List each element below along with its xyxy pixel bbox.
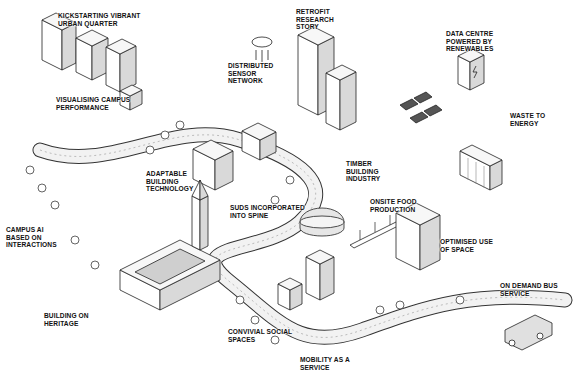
trees [26,121,464,344]
spine-path [40,135,565,338]
space-building [396,203,440,270]
solar-panels [400,92,442,123]
heritage-buildings [120,180,220,310]
callout-label: KICKSTARTING VIBRANT URBAN QUARTER [58,12,144,27]
data-centre [458,49,484,90]
callout-label: ADAPTABLE BUILDING TECHNOLOGY [146,170,220,193]
retrofit-buildings [298,27,356,130]
callout-label: CAMPUS AI BASED ON INTERACTIONS [6,226,68,249]
callout-label: VISUALISING CAMPUS PERFORMANCE [56,96,134,111]
callout-label: ON DEMAND BUS SERVICE [500,282,560,297]
bus [505,315,552,350]
callout-label: MOBILITY AS A SERVICE [300,356,370,371]
sensor-cloud [252,37,272,62]
callout-label: DATA CENTRE POWERED BY RENEWABLES [446,30,522,53]
callout-label: TIMBER BUILDING INDUSTRY [346,160,404,183]
callout-label: OPTIMISED USE OF SPACE [440,238,498,253]
callout-label: SUDS INCORPORATED INTO SPINE [230,204,308,219]
centre-buildings [193,123,276,190]
quarter-buildings [42,13,142,110]
waste-container [460,145,502,190]
digester-dome [300,208,344,236]
callout-label: BUILDING ON HERITAGE [44,312,106,327]
callout-label: WASTE TO ENERGY [510,112,554,127]
callout-label: ONSITE FOOD PRODUCTION [370,198,430,213]
callout-label: CONVIVIAL SOCIAL SPACES [228,328,292,343]
callout-label: RETROFIT RESEARCH STORY [296,8,356,31]
callout-label: DISTRIBUTED SENSOR NETWORK [228,62,292,85]
convivial-buildings [278,250,334,310]
